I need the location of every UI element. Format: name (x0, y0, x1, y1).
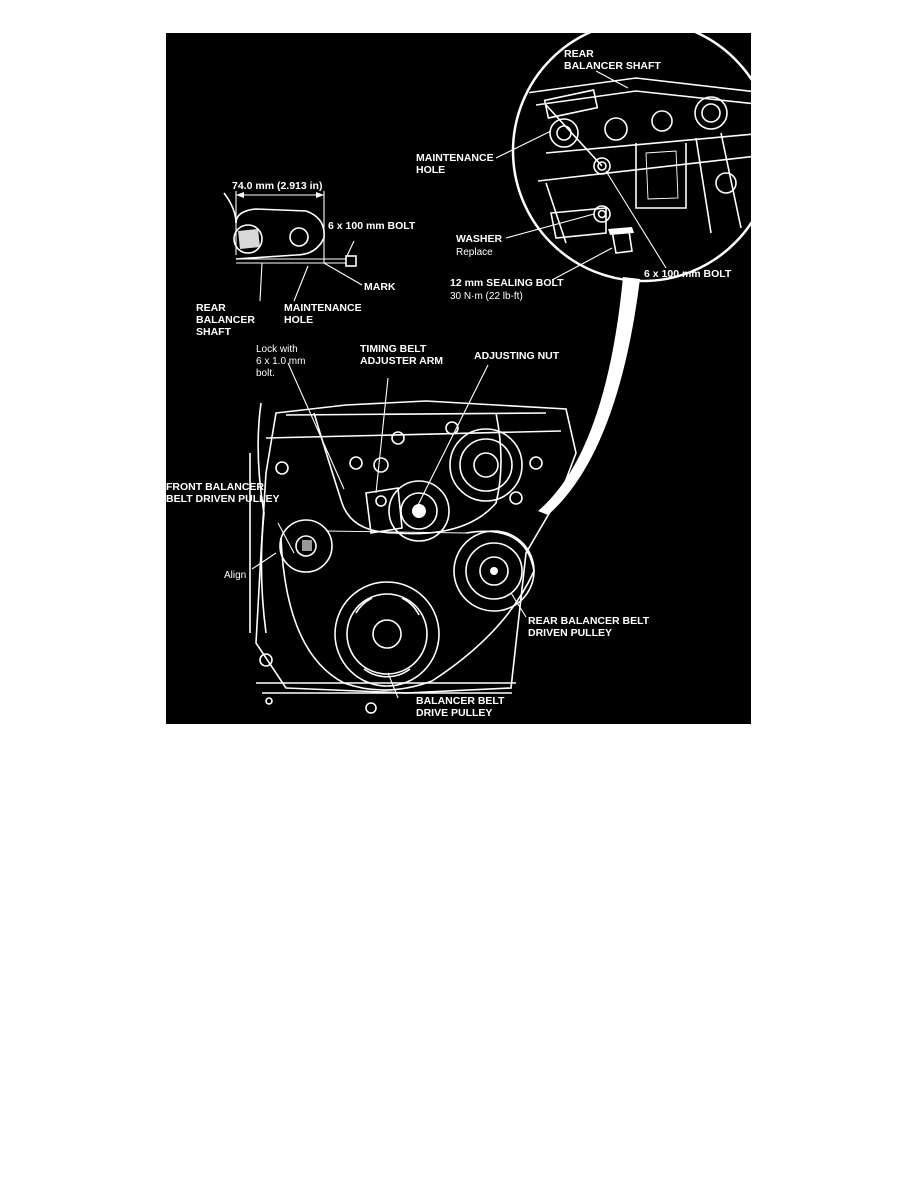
svg-text:74.0 mm (2.913 in): 74.0 mm (2.913 in) (232, 180, 322, 192)
dimension-label: 74.0 mm (2.913 in) (232, 180, 322, 192)
drive-pulley-label: BALANCER BELT (416, 695, 505, 707)
svg-text:REAR BALANCER BELT: REAR BALANCER BELT (528, 615, 650, 627)
svg-text:Lock with: Lock with (256, 344, 298, 355)
svg-text:BALANCER SHAFT: BALANCER SHAFT (564, 60, 661, 72)
detail-circle (495, 33, 751, 515)
engine-diagram: REAR BALANCER SHAFT MAINTENANCE HOLE WAS… (166, 33, 751, 724)
svg-text:BELT DRIVEN PULLEY: BELT DRIVEN PULLEY (166, 493, 280, 505)
lock-with-label-3: bolt. (256, 368, 275, 379)
svg-text:SHAFT: SHAFT (196, 326, 232, 338)
front-balancer-pulley-label-2: BELT DRIVEN PULLEY (166, 493, 280, 505)
rear-balancer-shaft-left-label-2: BALANCER (196, 314, 255, 326)
svg-text:Align: Align (224, 570, 246, 581)
shaft-detail (223, 191, 363, 302)
svg-text:BALANCER: BALANCER (196, 314, 255, 326)
svg-text:12 mm SEALING BOLT: 12 mm SEALING BOLT (450, 277, 564, 289)
mark-label: MARK (364, 281, 396, 293)
svg-text:REAR: REAR (564, 48, 594, 60)
rear-balancer-pulley-label: REAR BALANCER BELT (528, 615, 650, 627)
svg-text:TIMING BELT: TIMING BELT (360, 343, 427, 355)
svg-text:BALANCER BELT: BALANCER BELT (416, 695, 505, 707)
bolt-right-label: 6 x 100 mm BOLT (644, 268, 732, 280)
bolt-left-label: 6 x 100 mm BOLT (328, 220, 416, 232)
svg-text:WASHER: WASHER (456, 233, 503, 245)
maintenance-hole-label-2: HOLE (416, 164, 445, 176)
svg-text:MARK: MARK (364, 281, 396, 293)
svg-text:6 x 100 mm BOLT: 6 x 100 mm BOLT (644, 268, 732, 280)
adjuster-arm-label-2: ADJUSTER ARM (360, 355, 443, 367)
svg-text:MAINTENANCE: MAINTENANCE (416, 152, 494, 164)
maintenance-hole-left-label: MAINTENANCE (284, 302, 362, 314)
svg-text:FRONT BALANCER: FRONT BALANCER (166, 481, 264, 493)
diagram-canvas: REAR BALANCER SHAFT MAINTENANCE HOLE WAS… (166, 33, 751, 719)
adjusting-nut-label: ADJUSTING NUT (474, 350, 560, 362)
svg-text:bolt.: bolt. (256, 368, 275, 379)
svg-text:Replace: Replace (456, 247, 493, 258)
svg-text:6 x 100 mm BOLT: 6 x 100 mm BOLT (328, 220, 416, 232)
rear-balancer-pulley-label-2: DRIVEN PULLEY (528, 627, 612, 639)
rear-balancer-shaft-left-label-3: SHAFT (196, 326, 232, 338)
svg-text:MAINTENANCE: MAINTENANCE (284, 302, 362, 314)
lock-with-label: Lock with (256, 344, 298, 355)
maintenance-hole-label: MAINTENANCE (416, 152, 494, 164)
washer-replace-label: Replace (456, 247, 493, 258)
align-label: Align (224, 570, 246, 581)
svg-text:DRIVE PULLEY: DRIVE PULLEY (416, 707, 492, 719)
adjuster-arm-label: TIMING BELT (360, 343, 427, 355)
svg-text:30 N·m (22 lb-ft): 30 N·m (22 lb-ft) (450, 291, 523, 302)
svg-text:6 x 1.0 mm: 6 x 1.0 mm (256, 356, 305, 367)
svg-text:ADJUSTING NUT: ADJUSTING NUT (474, 350, 560, 362)
washer-label: WASHER (456, 233, 503, 245)
svg-text:DRIVEN PULLEY: DRIVEN PULLEY (528, 627, 612, 639)
front-balancer-pulley-label: FRONT BALANCER (166, 481, 264, 493)
svg-text:ADJUSTER ARM: ADJUSTER ARM (360, 355, 443, 367)
rear-balancer-shaft-label-2: BALANCER SHAFT (564, 60, 661, 72)
engine-front (249, 400, 577, 714)
sealing-bolt-label: 12 mm SEALING BOLT (450, 277, 564, 289)
drive-pulley-label-2: DRIVE PULLEY (416, 707, 492, 719)
svg-text:HOLE: HOLE (416, 164, 445, 176)
leader-lines (251, 362, 527, 699)
svg-text:REAR: REAR (196, 302, 226, 314)
maintenance-hole-left-label-2: HOLE (284, 314, 313, 326)
svg-text:HOLE: HOLE (284, 314, 313, 326)
rear-balancer-shaft-label: REAR (564, 48, 594, 60)
lock-with-label-2: 6 x 1.0 mm (256, 356, 305, 367)
sealing-bolt-torque: 30 N·m (22 lb-ft) (450, 291, 523, 302)
rear-balancer-shaft-left-label: REAR (196, 302, 226, 314)
